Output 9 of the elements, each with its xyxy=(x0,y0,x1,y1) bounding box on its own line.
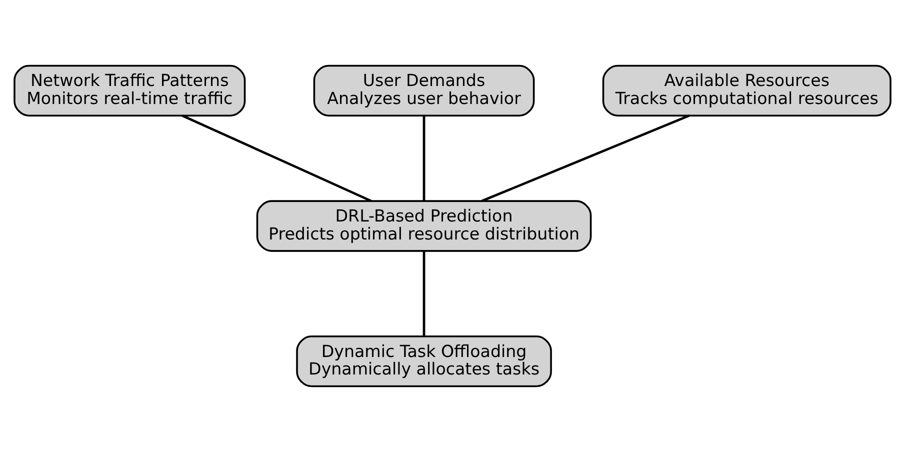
connector xyxy=(181,114,372,202)
node-box: User Demands Analyzes user behavior xyxy=(312,64,534,116)
connector xyxy=(422,116,425,201)
connector xyxy=(422,250,425,336)
node-box: Dynamic Task Offloading Dynamically allocates tasks xyxy=(296,336,552,388)
node-box: Network Traffic Patterns Monitors real-time traffic xyxy=(13,64,246,116)
node-box: DRL-Based Prediction Predicts optimal resource distribution xyxy=(256,200,592,252)
node-box: Available Resources Tracks computational resources xyxy=(602,64,891,116)
connector xyxy=(480,114,690,202)
